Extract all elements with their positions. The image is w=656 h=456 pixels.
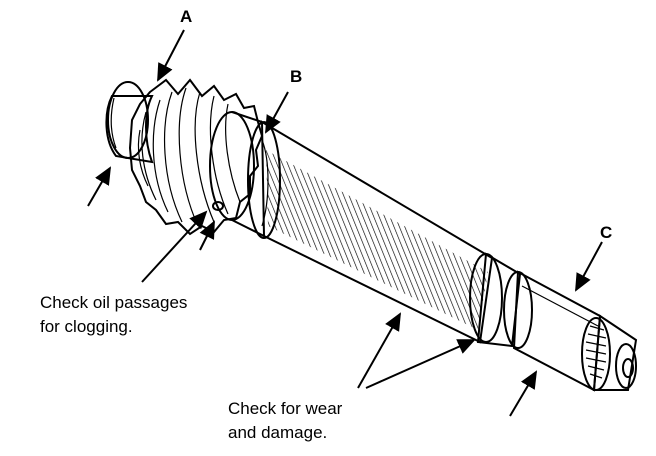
wear-note-line2: and damage. (228, 423, 327, 442)
arrow-c (575, 241, 603, 292)
oil-passage-note-line1: Check oil passages (40, 293, 187, 312)
arrow-journal-bottom (509, 370, 538, 417)
helical-gear (128, 78, 264, 236)
main-spline-section (247, 120, 494, 344)
arrow-hub-left (87, 166, 112, 207)
arrow-b (265, 91, 289, 134)
oil-passage-hole (212, 201, 224, 211)
arrow-a (157, 29, 185, 82)
callout-label-a: A (180, 7, 192, 26)
shaft-end-hub (105, 81, 154, 164)
callout-arrows (87, 29, 603, 417)
journal-section (512, 270, 602, 392)
callout-label-c: C (600, 223, 612, 242)
oil-passage-note-line2: for clogging. (40, 317, 133, 336)
arrow-oil-short (199, 220, 215, 251)
arrow-wear-1 (357, 312, 401, 389)
arrow-oil-passage (141, 210, 208, 283)
callout-label-b: B (290, 67, 302, 86)
arrow-wear-2 (365, 339, 476, 389)
threaded-end (581, 314, 638, 391)
wear-note-line1: Check for wear (228, 399, 343, 418)
